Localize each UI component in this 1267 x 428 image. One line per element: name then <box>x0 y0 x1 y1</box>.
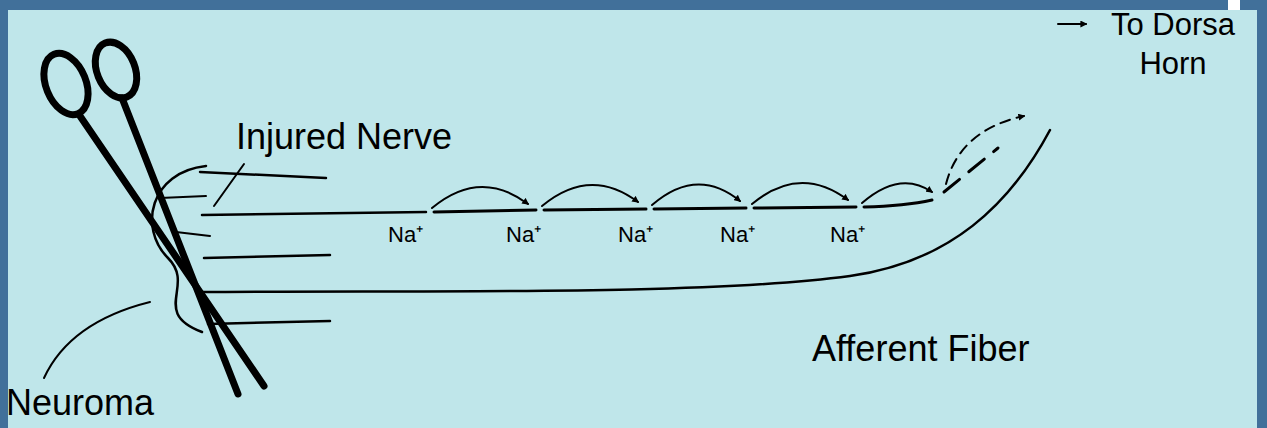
scissors <box>35 36 264 394</box>
nerve-fiber <box>160 196 206 198</box>
ion-label: Na⁺ <box>388 222 423 247</box>
part-label: Neuroma <box>6 382 154 423</box>
ion-label: Na⁺ <box>506 222 541 247</box>
scissors-ring <box>88 36 145 104</box>
nerve-fiber <box>176 232 210 236</box>
axon-segment <box>864 200 932 207</box>
frame-right <box>1257 0 1267 428</box>
frame-top <box>0 0 1267 10</box>
nerve-fiber <box>200 172 326 178</box>
part-label: Afferent Fiber <box>812 328 1029 369</box>
conduction-arc <box>862 183 932 203</box>
leader-line <box>44 302 150 378</box>
destination-label: To Dorsa Horn <box>1093 6 1253 84</box>
axon-dashed <box>944 148 998 192</box>
part-label: Injured Nerve <box>236 116 452 157</box>
axon-segment <box>754 207 856 208</box>
frame-left <box>0 0 8 428</box>
axon-segment <box>544 209 646 210</box>
ion-label: Na⁺ <box>830 222 865 247</box>
nerve-fiber <box>204 255 330 258</box>
axon-segment <box>202 212 426 215</box>
leader-line <box>214 164 244 206</box>
direction-arrow <box>1058 23 1086 25</box>
scissors-blade <box>122 98 238 394</box>
conduction-arc <box>542 185 638 206</box>
conduction-arc <box>652 184 740 205</box>
scissors-ring <box>35 47 96 121</box>
conduction-arc <box>432 187 528 208</box>
ion-label: Na⁺ <box>720 222 755 247</box>
axon-segment <box>434 210 536 212</box>
conduction-arc-dashed <box>946 116 1024 184</box>
ion-label: Na⁺ <box>618 222 653 247</box>
nerve-fiber <box>208 321 330 324</box>
axon-segment <box>654 208 746 209</box>
conduction-arc <box>752 183 848 204</box>
